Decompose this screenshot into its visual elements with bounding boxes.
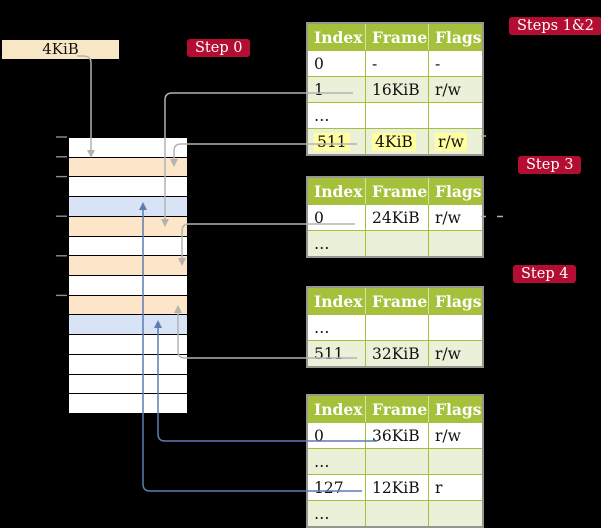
index-cell: 511 — [314, 344, 344, 363]
memory-frame-6-page-table — [69, 256, 187, 277]
column-header-index: Index — [314, 181, 363, 201]
frame-cell: 12KiB — [365, 475, 428, 500]
index-cell: … — [314, 452, 330, 471]
frame-cell: 36KiB — [365, 423, 428, 448]
table-2-row-…: … — [308, 230, 482, 256]
flags-cell: r/w — [428, 129, 482, 154]
frame-cell: 24KiB — [365, 205, 428, 230]
frame-cell — [365, 449, 428, 474]
index-cell: … — [314, 234, 330, 253]
frame-cell — [365, 501, 428, 526]
highlighted-value: 511 — [314, 132, 350, 151]
column-header-frame: Frame — [365, 24, 428, 50]
column-header-flags: Flags — [428, 24, 482, 50]
index-cell: 0 — [314, 426, 324, 445]
flags-cell — [428, 501, 482, 526]
flags-cell: r/w — [428, 423, 482, 448]
column-header-frame: Frame — [365, 288, 428, 314]
memory-frame-13-empty — [69, 394, 187, 414]
memory-frame-5-empty — [69, 236, 187, 257]
memory-frame-10-empty — [69, 335, 187, 355]
memory-frame-4-page-table — [69, 216, 187, 237]
flags-cell — [428, 449, 482, 474]
memory-frame-9-mapped-page — [69, 315, 187, 336]
frame-cell: 32KiB — [365, 341, 428, 366]
table-4-row-…: … — [308, 500, 482, 526]
column-header-index: Index — [314, 399, 363, 419]
column-header-flags: Flags — [428, 288, 482, 314]
cr3-4kib-box: 4KiB — [2, 40, 119, 59]
badge-step-3: Step 3 — [518, 156, 582, 174]
memory-frame-2-empty — [69, 177, 187, 198]
frame-cell: 16KiB — [365, 77, 428, 102]
flags-cell — [428, 231, 482, 256]
index-cell: 0 — [314, 208, 324, 227]
badge-step-0: Step 0 — [187, 39, 251, 57]
memory-frame-0-empty — [69, 138, 187, 158]
memory-frame-11-empty — [69, 354, 187, 375]
column-header-index: Index — [314, 291, 363, 311]
index-cell: 511 — [308, 129, 365, 154]
index-cell: 1 — [314, 80, 324, 99]
column-header-index: Index — [314, 27, 363, 47]
index-cell: … — [314, 504, 330, 523]
cr3-label: 4KiB — [42, 40, 79, 58]
index-cell: … — [314, 318, 330, 337]
memory-frame-8-page-table — [69, 295, 187, 316]
memory-frame-1-page-table — [69, 157, 187, 178]
highlighted-value: r/w — [435, 132, 467, 151]
frame-cell — [365, 315, 428, 340]
flags-cell: - — [428, 51, 482, 76]
memory-frame-12-empty — [69, 374, 187, 395]
column-header-frame: Frame — [365, 396, 428, 422]
table-3-row-…: … — [308, 314, 482, 340]
table-4-row-…: … — [308, 448, 482, 474]
physical-memory-column — [68, 137, 188, 414]
badge-steps-1-2: Steps 1&2 — [509, 17, 601, 35]
column-header-flags: Flags — [428, 178, 482, 204]
frame-cell: 4KiB — [365, 129, 428, 154]
column-header-flags: Flags — [428, 396, 482, 422]
flags-cell: r/w — [428, 341, 482, 366]
memory-address-ticks — [56, 136, 67, 297]
flags-cell — [428, 315, 482, 340]
memory-frame-7-empty — [69, 276, 187, 296]
frame-cell — [365, 103, 428, 128]
table-1-row-…: … — [308, 102, 482, 128]
table-1-row-511: 511 4KiB r/w — [308, 128, 482, 154]
column-header-frame: Frame — [365, 178, 428, 204]
flags-cell — [428, 103, 482, 128]
index-cell: 127 — [314, 478, 344, 497]
frame-cell — [365, 231, 428, 256]
index-cell: … — [314, 106, 330, 125]
frame-cell: - — [365, 51, 428, 76]
highlighted-value: 4KiB — [372, 132, 416, 151]
badge-step-4: Step 4 — [513, 265, 577, 283]
flags-cell: r — [428, 475, 482, 500]
flags-cell: r/w — [428, 77, 482, 102]
index-cell: 0 — [314, 54, 324, 73]
table-1-row-0: 0 -- — [308, 50, 482, 76]
flags-cell: r/w — [428, 205, 482, 230]
memory-frame-3-mapped-page — [69, 197, 187, 217]
